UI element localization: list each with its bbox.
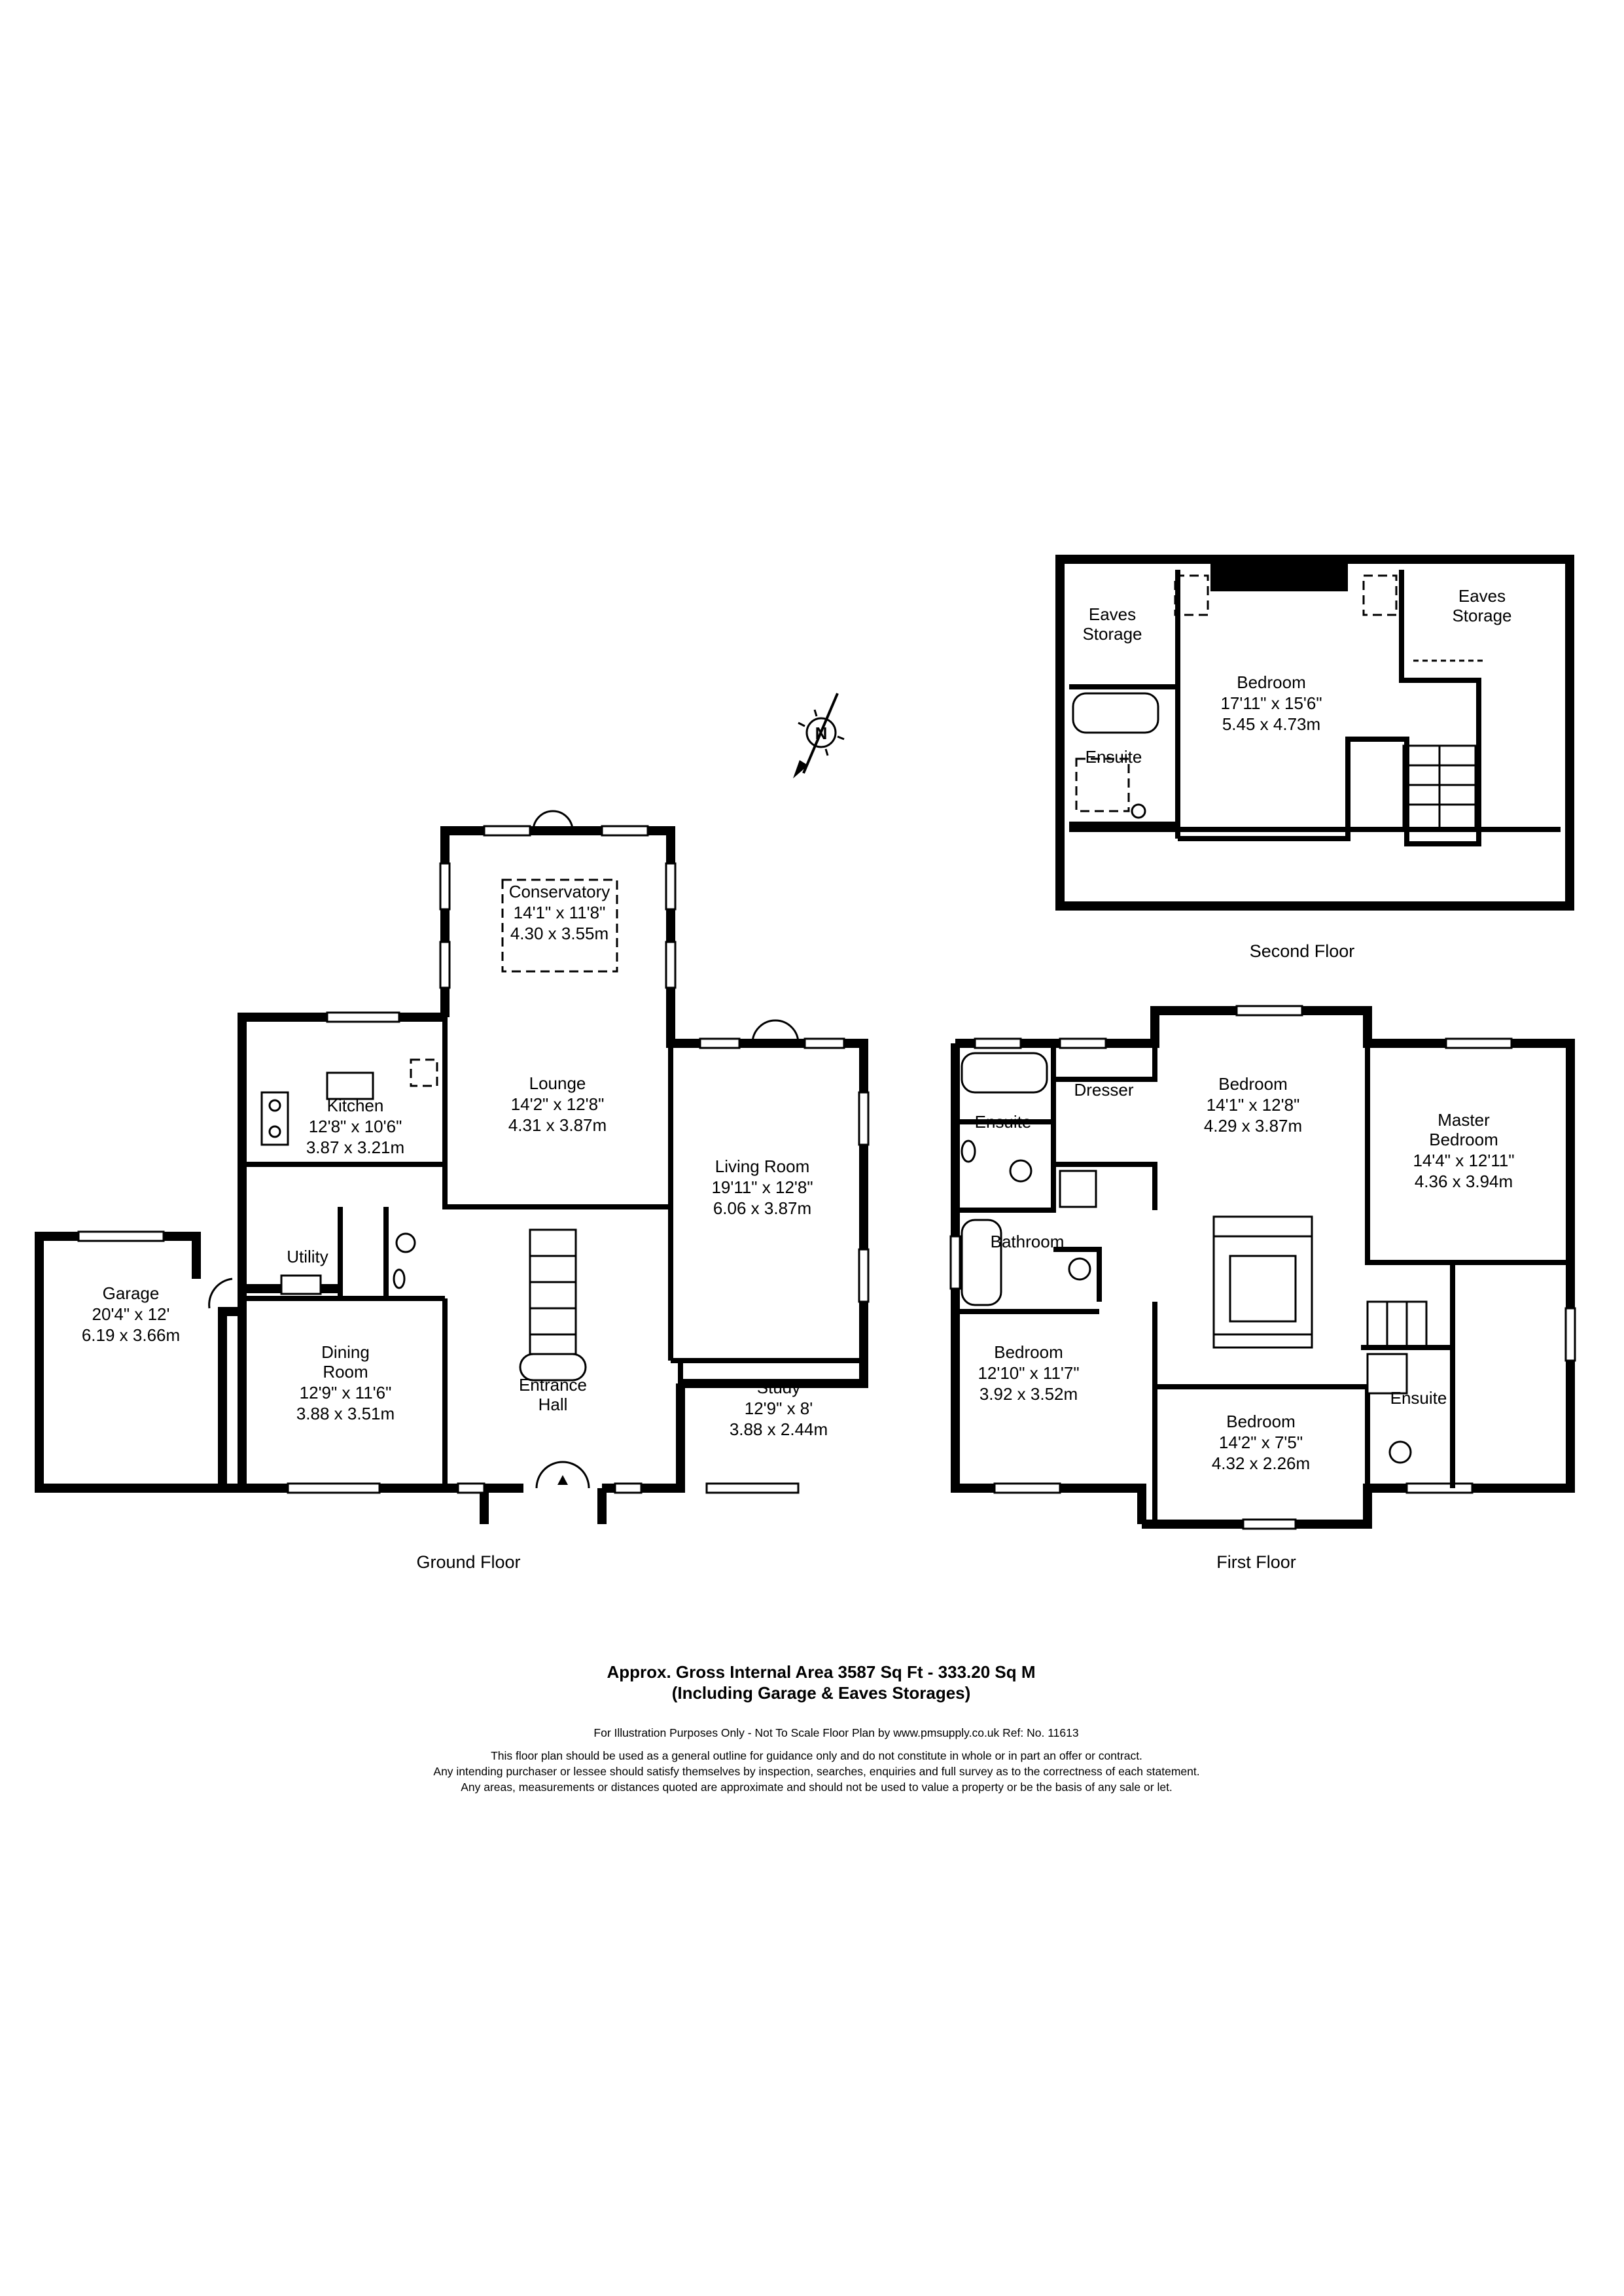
- room-size-imperial: 19'11" x 12'8": [711, 1177, 813, 1197]
- room-ensuite-first-floor-right: Ensuite: [1390, 1388, 1447, 1408]
- room-name-line2: Hall: [538, 1395, 568, 1414]
- room-size-metric: 3.88 x 3.51m: [296, 1404, 395, 1423]
- room-eaves-storage-left: Eaves Storage: [1082, 604, 1142, 644]
- room-size-metric: 6.19 x 3.66m: [82, 1325, 180, 1345]
- room-name: Bedroom: [1226, 1412, 1296, 1431]
- room-size-imperial: 12'9" x 8': [745, 1399, 813, 1418]
- room-name: Dresser: [1074, 1080, 1133, 1100]
- footer-line-3: Any intending purchaser or lessee should…: [433, 1765, 1199, 1778]
- room-size-metric: 3.88 x 2.44m: [730, 1419, 828, 1439]
- caption-second-floor: Second Floor: [1250, 941, 1355, 961]
- room-name: Garage: [103, 1283, 160, 1303]
- room-size-imperial: 14'2" x 7'5": [1219, 1433, 1303, 1452]
- room-ensuite-second-floor: Ensuite: [1086, 747, 1142, 767]
- room-bedroom-second-floor: Bedroom 17'11" x 15'6" 5.45 x 4.73m: [1220, 672, 1322, 734]
- room-name: Lounge: [529, 1073, 586, 1093]
- room-entrance-hall: Entrance Hall: [519, 1375, 587, 1414]
- room-name-line1: Eaves: [1089, 604, 1136, 624]
- room-size-metric: 4.32 x 2.26m: [1212, 1453, 1310, 1473]
- room-size-metric: 6.06 x 3.87m: [713, 1198, 811, 1218]
- gross-area-note: (Including Garage & Eaves Storages): [672, 1683, 971, 1703]
- room-eaves-storage-right: Eaves Storage: [1452, 586, 1511, 625]
- room-name: Living Room: [715, 1157, 810, 1176]
- room-name: Ensuite: [1086, 747, 1142, 767]
- room-size-metric: 4.31 x 3.87m: [508, 1115, 607, 1135]
- room-size-imperial: 14'1" x 11'8": [514, 903, 606, 922]
- room-size-metric: 3.92 x 3.52m: [980, 1384, 1078, 1404]
- room-size-imperial: 20'4" x 12': [92, 1304, 170, 1324]
- footer-line-2: This floor plan should be used as a gene…: [491, 1749, 1142, 1762]
- room-garage: Garage 20'4" x 12' 6.19 x 3.66m: [82, 1283, 180, 1345]
- room-bathroom: Bathroom: [991, 1232, 1065, 1251]
- room-name-line2: Storage: [1452, 606, 1511, 625]
- room-size-metric: 4.30 x 3.55m: [510, 924, 609, 943]
- compass-rose-icon: N: [793, 693, 845, 778]
- room-size-metric: 5.45 x 4.73m: [1222, 714, 1320, 734]
- room-dresser: Dresser: [1074, 1080, 1133, 1100]
- room-name: Bathroom: [991, 1232, 1065, 1251]
- room-bedroom-first-floor-top: Bedroom 14'1" x 12'8" 4.29 x 3.87m: [1204, 1074, 1302, 1136]
- room-name-line2: Storage: [1082, 624, 1142, 644]
- room-size-imperial: 12'8" x 10'6": [309, 1117, 402, 1136]
- room-utility: Utility: [287, 1247, 328, 1266]
- caption-first-floor: First Floor: [1216, 1552, 1296, 1572]
- room-size-imperial: 14'2" x 12'8": [511, 1094, 605, 1114]
- room-size-imperial: 17'11" x 15'6": [1220, 693, 1322, 713]
- room-size-imperial: 12'10" x 11'7": [978, 1363, 1079, 1383]
- first-floor-plan: [949, 1005, 1576, 1530]
- room-size-imperial: 12'9" x 11'6": [300, 1383, 392, 1402]
- room-name: Kitchen: [327, 1096, 384, 1115]
- second-floor-plan: [1055, 555, 1574, 911]
- room-dining-room: Dining Room 12'9" x 11'6" 3.88 x 3.51m: [296, 1342, 395, 1423]
- room-name: Conservatory: [509, 882, 610, 901]
- room-kitchen: Kitchen 12'8" x 10'6" 3.87 x 3.21m: [306, 1096, 404, 1157]
- room-name: Bedroom: [1218, 1074, 1288, 1094]
- caption-ground-floor: Ground Floor: [416, 1552, 520, 1572]
- room-study: Study 12'9" x 8' 3.88 x 2.44m: [730, 1378, 828, 1439]
- gross-area-line: Approx. Gross Internal Area 3587 Sq Ft -…: [607, 1662, 1035, 1682]
- room-name: Bedroom: [994, 1342, 1063, 1362]
- room-name: Study: [757, 1378, 801, 1397]
- room-name: Utility: [287, 1247, 328, 1266]
- footer-line-1: For Illustration Purposes Only - Not To …: [593, 1726, 1078, 1739]
- room-name-line1: Dining: [321, 1342, 370, 1362]
- ground-floor-plan: [35, 810, 870, 1524]
- room-name-line1: Master: [1438, 1110, 1490, 1130]
- room-name-line1: Entrance: [519, 1375, 587, 1395]
- footer-line-4: Any areas, measurements or distances quo…: [461, 1781, 1173, 1794]
- room-bedroom-first-floor-bottom: Bedroom 14'2" x 7'5" 4.32 x 2.26m: [1212, 1412, 1310, 1473]
- compass-letter: N: [815, 723, 828, 743]
- room-name-line2: Room: [323, 1362, 368, 1382]
- room-size-metric: 4.36 x 3.94m: [1415, 1172, 1513, 1191]
- room-size-imperial: 14'1" x 12'8": [1207, 1095, 1300, 1115]
- room-size-metric: 3.87 x 3.21m: [306, 1138, 404, 1157]
- room-bedroom-first-floor-left: Bedroom 12'10" x 11'7" 3.92 x 3.52m: [978, 1342, 1079, 1404]
- room-name: Ensuite: [1390, 1388, 1447, 1408]
- room-living-room: Living Room 19'11" x 12'8" 6.06 x 3.87m: [711, 1157, 813, 1218]
- room-ensuite-first-floor-left: Ensuite: [975, 1112, 1032, 1132]
- room-size-metric: 4.29 x 3.87m: [1204, 1116, 1302, 1136]
- room-name-line2: Bedroom: [1429, 1130, 1498, 1149]
- room-name: Ensuite: [975, 1112, 1032, 1132]
- room-master-bedroom: Master Bedroom 14'4" x 12'11" 4.36 x 3.9…: [1413, 1110, 1514, 1191]
- room-size-imperial: 14'4" x 12'11": [1413, 1151, 1514, 1170]
- room-name: Bedroom: [1237, 672, 1306, 692]
- room-lounge: Lounge 14'2" x 12'8" 4.31 x 3.87m: [508, 1073, 607, 1135]
- room-conservatory: Conservatory 14'1" x 11'8" 4.30 x 3.55m: [509, 882, 610, 943]
- room-name-line1: Eaves: [1458, 586, 1506, 606]
